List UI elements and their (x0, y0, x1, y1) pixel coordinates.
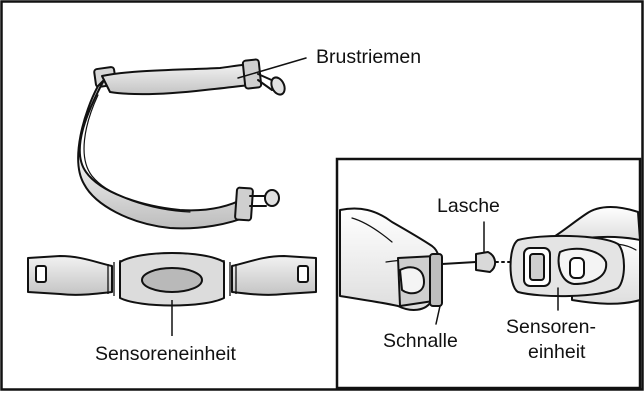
label-sensor-unit: Sensoreneinheit (95, 343, 237, 365)
label-sensor-unit-line1: Sensoren- (506, 316, 596, 338)
label-chest-strap: Brustriemen (316, 46, 421, 68)
label-sensor-unit-line2: einheit (528, 341, 586, 363)
label-buckle: Schnalle (383, 330, 458, 352)
label-tab: Lasche (437, 195, 500, 217)
